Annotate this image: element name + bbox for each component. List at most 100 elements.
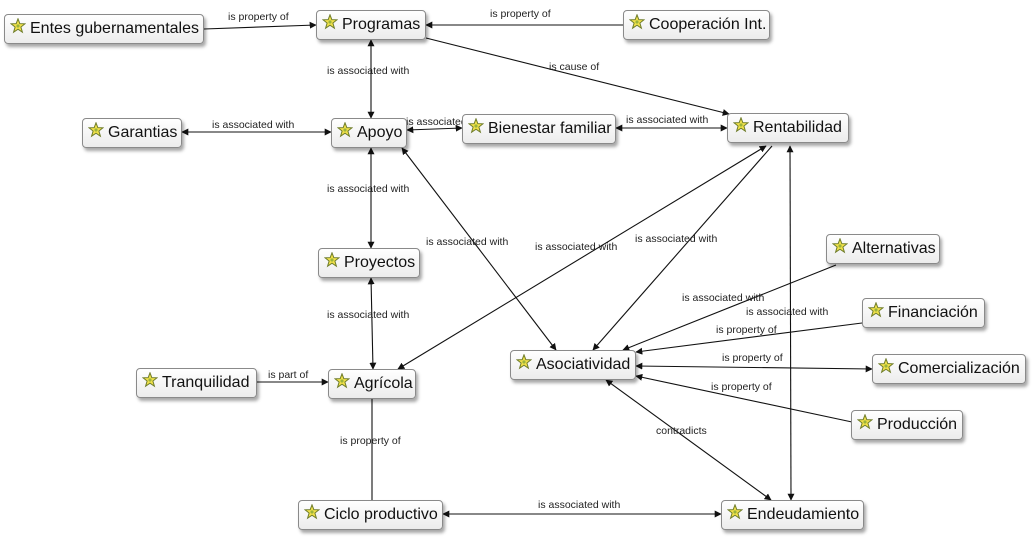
node-endeudamiento[interactable]: Endeudamiento <box>721 500 864 530</box>
concept-star-icon <box>732 116 750 133</box>
edge-label: is cause of <box>549 61 599 73</box>
edge-line <box>592 145 773 351</box>
node-label: Alternativas <box>852 240 936 257</box>
node-label: Garantias <box>108 124 178 141</box>
node-label: Rentabilidad <box>753 119 842 136</box>
edge-label: is associated with <box>212 119 294 131</box>
edge-label: is associated with <box>327 309 409 321</box>
edge-comercializacion-asociatividad: is property of <box>635 352 873 373</box>
edge-apoyo-proyectos: is associated with <box>327 147 409 249</box>
edge-label: is associated with <box>626 114 708 126</box>
edge-label: is associated with <box>327 183 409 195</box>
node-proyectos[interactable]: Proyectos <box>318 248 420 278</box>
concept-star-icon <box>323 251 341 268</box>
node-cooperacion-int[interactable]: Cooperación Int. <box>623 10 770 40</box>
node-programas[interactable]: Programas <box>316 10 426 40</box>
edge-line <box>622 264 837 351</box>
concept-star-icon <box>726 503 744 520</box>
edge-line <box>605 379 772 501</box>
node-alternativas[interactable]: Alternativas <box>826 234 940 264</box>
concept-star-icon <box>831 237 849 254</box>
edge-line <box>203 21 317 30</box>
edge-line <box>786 145 795 501</box>
edge-rentabilidad-agricola: is associated with <box>397 145 767 370</box>
node-label: Tranquilidad <box>162 374 250 391</box>
node-label: Cooperación Int. <box>649 16 767 33</box>
concept-star-icon <box>877 357 895 374</box>
edge-label: is property of <box>716 324 777 336</box>
node-bienestar-familiar[interactable]: Bienestar familiar <box>462 114 616 144</box>
edge-ciclo-agricola: is property of <box>340 399 401 500</box>
node-label: Programas <box>342 16 421 33</box>
edge-entes-programas: is property of <box>203 11 317 30</box>
edge-line <box>635 362 873 373</box>
edge-line <box>367 277 377 370</box>
edge-label: is associated with <box>682 292 764 304</box>
edge-label: is property of <box>490 8 551 20</box>
edge-asociatividad-financiacion: is property of <box>716 324 777 336</box>
node-label: Agrícola <box>354 375 413 392</box>
edge-rentabilidad-asociatividad: is associated with <box>592 145 773 351</box>
node-financiacion[interactable]: Financiación <box>862 298 985 328</box>
edge-label: is property of <box>228 11 289 23</box>
node-label: Entes gubernamentales <box>30 20 199 37</box>
node-apoyo[interactable]: Apoyo <box>331 118 407 148</box>
edge-label: is property of <box>711 381 772 393</box>
node-label: Financiación <box>888 304 978 321</box>
node-agricola[interactable]: Agrícola <box>328 369 416 399</box>
edge-ciclo-endeudamiento: is associated with <box>442 499 722 518</box>
edge-label: is associated with <box>535 241 617 253</box>
edge-label: is associated with <box>426 236 508 248</box>
node-tranquilidad[interactable]: Tranquilidad <box>136 368 257 398</box>
edge-alternativas-asociatividad: is associated with <box>622 264 837 351</box>
edge-asociatividad-endeudamiento: contradicts <box>605 379 772 501</box>
node-label: Apoyo <box>357 124 403 141</box>
node-label: Endeudamiento <box>747 506 860 523</box>
edge-rentabilidad-endeudamiento <box>786 145 795 501</box>
node-garantias[interactable]: Garantias <box>82 118 182 148</box>
edges: is property of is property of is cause of i… <box>181 8 873 518</box>
concept-star-icon <box>321 13 339 30</box>
node-label: Asociatividad <box>536 356 631 373</box>
node-asociatividad[interactable]: Asociatividad <box>510 350 636 380</box>
concept-star-icon <box>141 371 159 388</box>
edge-label: is associated with <box>538 499 620 511</box>
concept-star-icon <box>9 17 27 34</box>
edge-label: is part of <box>268 369 308 381</box>
node-label: Bienestar familiar <box>488 120 612 137</box>
edge-garantias-apoyo: is associated with <box>181 119 332 136</box>
node-comercializacion[interactable]: Comercialización <box>872 354 1026 384</box>
concept-star-icon <box>87 121 105 138</box>
node-label: Proyectos <box>344 254 416 271</box>
node-ciclo-productivo[interactable]: Ciclo productivo <box>298 500 443 530</box>
concept-star-icon <box>515 353 533 370</box>
edge-line <box>397 145 767 370</box>
concept-star-icon <box>856 413 874 430</box>
node-produccion[interactable]: Producción <box>851 410 963 440</box>
edge-proyectos-agricola: is associated with <box>327 277 409 370</box>
concept-star-icon <box>333 372 351 389</box>
concept-star-icon <box>867 301 885 318</box>
edge-line <box>635 322 863 355</box>
edge-line <box>406 124 463 134</box>
concept-star-icon <box>467 117 485 134</box>
concept-star-icon <box>336 121 354 138</box>
edge-produccion-asociatividad: is property of <box>635 373 853 423</box>
edge-label: is property of <box>340 435 401 447</box>
edge-cooperacion-programas: is property of <box>425 8 623 29</box>
edge-label: is associated with <box>635 233 717 245</box>
edge-bienestar-rentabilidad: is associated with <box>615 114 728 132</box>
concept-star-icon <box>628 13 646 30</box>
edge-label: contradicts <box>656 425 707 437</box>
node-entes-gubernamentales[interactable]: Entes gubernamentales <box>4 14 204 44</box>
node-label: Comercialización <box>898 360 1020 377</box>
edge-programas-rentabilidad: is cause of <box>425 37 730 116</box>
edge-label: is associated with <box>746 306 828 318</box>
edge-label: is property of <box>722 352 783 364</box>
edge-programas-apoyo: is associated with <box>327 39 409 119</box>
node-label: Ciclo productivo <box>324 506 438 523</box>
edge-line <box>425 37 730 116</box>
node-rentabilidad[interactable]: Rentabilidad <box>727 113 849 143</box>
concept-star-icon <box>303 503 321 520</box>
